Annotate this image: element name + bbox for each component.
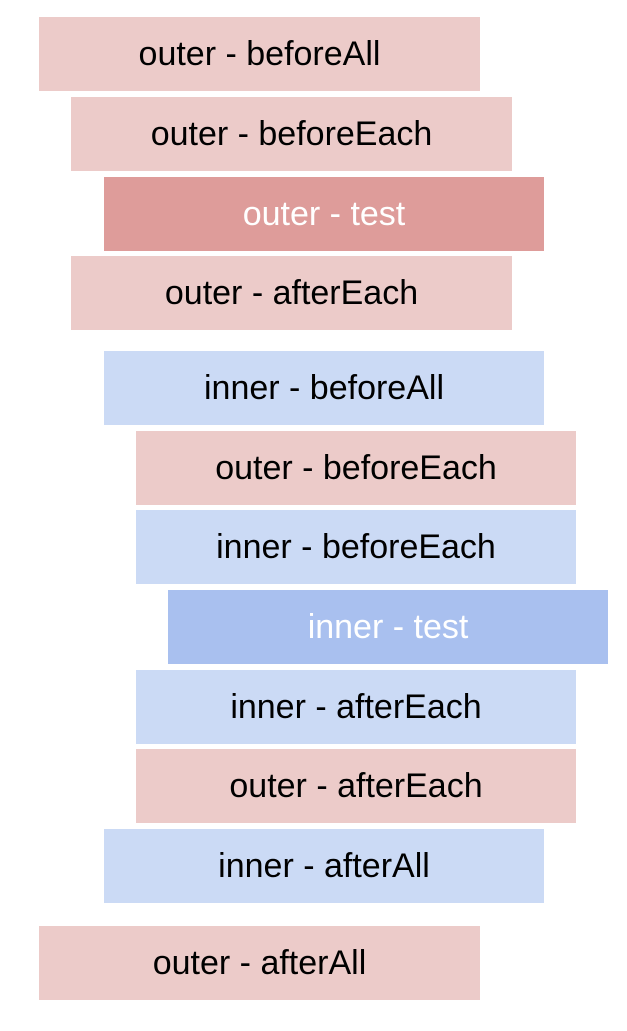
outer-aftereach-block: outer - afterEach (71, 256, 512, 330)
inner-afterall-block: inner - afterAll (104, 829, 544, 903)
block-label: outer - afterEach (164, 273, 419, 312)
block-label: inner - beforeEach (216, 527, 496, 566)
block-label: outer - test (242, 194, 406, 233)
block-label: inner - afterEach (230, 687, 482, 726)
block-label: outer - beforeAll (138, 34, 381, 73)
outer-beforeeach-nested-block: outer - beforeEach (136, 431, 576, 505)
block-label: inner - test (307, 607, 469, 646)
inner-beforeeach-block: inner - beforeEach (136, 510, 576, 584)
block-label: outer - afterEach (229, 766, 483, 805)
block-label: outer - afterAll (152, 943, 367, 982)
inner-beforeall-block: inner - beforeAll (104, 351, 544, 425)
block-label: inner - beforeAll (203, 368, 444, 407)
outer-aftereach-nested-block: outer - afterEach (136, 749, 576, 823)
outer-beforeall-block: outer - beforeAll (39, 17, 480, 91)
block-label: outer - beforeEach (215, 448, 497, 487)
inner-aftereach-block: inner - afterEach (136, 670, 576, 744)
outer-afterall-block: outer - afterAll (39, 926, 480, 1000)
block-label: outer - beforeEach (150, 114, 433, 153)
inner-test-block: inner - test (168, 590, 608, 664)
block-label: inner - afterAll (218, 846, 430, 885)
outer-test-block: outer - test (104, 177, 544, 251)
outer-beforeeach-block: outer - beforeEach (71, 97, 512, 171)
